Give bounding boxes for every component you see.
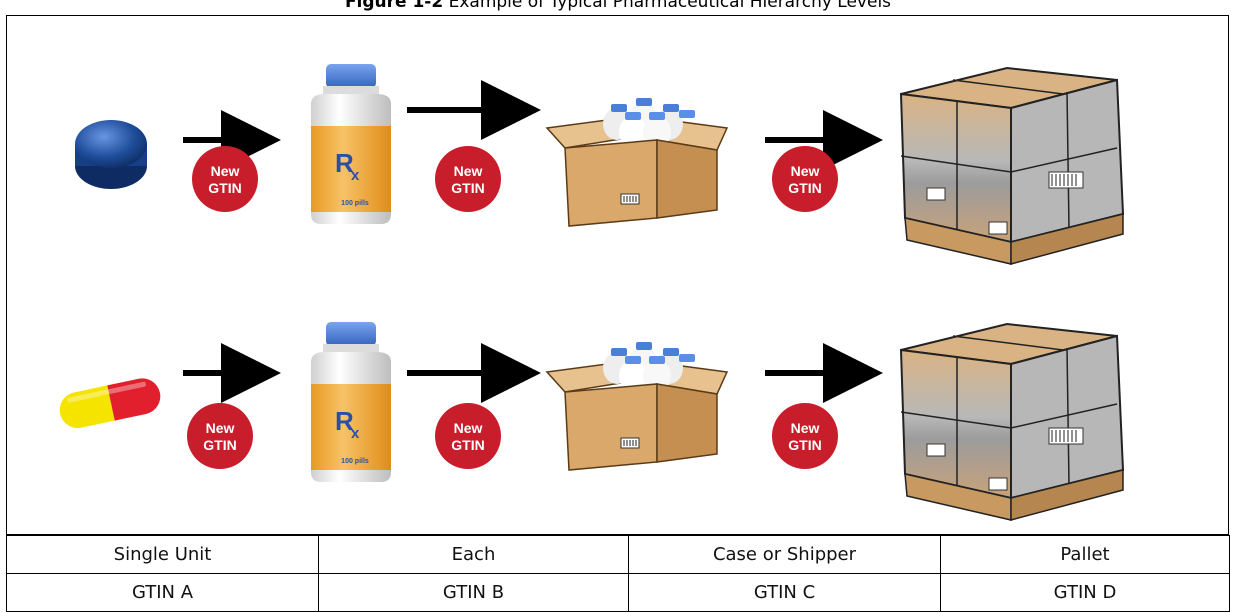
badge-line2: GTIN: [788, 437, 821, 453]
illustration-canvas: New GTIN R x 100 pills New GTIN: [59, 64, 1125, 521]
new-gtin-badge: New GTIN: [772, 403, 838, 469]
pallet-icon: [899, 66, 1125, 265]
gtin-cell: GTIN C: [628, 573, 941, 612]
badge-line2: GTIN: [451, 180, 484, 196]
row-capsule: New GTIN R x 100 pills New GTIN: [59, 322, 1125, 521]
bottle-icon: R x 100 pills: [311, 322, 391, 482]
new-gtin-badge: New GTIN: [435, 403, 501, 469]
new-gtin-badge: New GTIN: [435, 146, 501, 212]
rx-symbol: R: [335, 406, 354, 436]
level-cell: Single Unit: [6, 535, 319, 574]
badge-line2: GTIN: [451, 437, 484, 453]
pallet-icon: [899, 322, 1125, 521]
badge-line1: New: [454, 163, 483, 179]
bottle-count-label: 100 pills: [341, 458, 369, 465]
level-cell: Pallet: [940, 535, 1230, 574]
badge-line2: GTIN: [208, 180, 241, 196]
gtin-cell: GTIN B: [318, 573, 629, 612]
bottle-icon: R x 100 pills: [311, 64, 391, 224]
badge-line1: New: [791, 420, 820, 436]
level-cell: Case or Shipper: [628, 535, 941, 574]
figure-caption: Figure 1-2 Example of Typical Pharmaceut…: [0, 0, 1236, 12]
level-cell: Each: [318, 535, 629, 574]
new-gtin-badge: New GTIN: [772, 146, 838, 212]
figure-label: Figure 1-2: [344, 0, 444, 12]
bottle-count-label: 100 pills: [341, 200, 369, 207]
capsule-icon: [59, 378, 161, 429]
gtin-cell: GTIN D: [940, 573, 1230, 612]
rx-subscript: x: [351, 425, 360, 442]
badge-line2: GTIN: [788, 180, 821, 196]
rx-symbol: R: [335, 148, 354, 178]
case-icon: [545, 342, 729, 471]
case-icon: [545, 98, 729, 227]
badge-line1: New: [211, 163, 240, 179]
badge-line1: New: [206, 420, 235, 436]
new-gtin-badge: New GTIN: [192, 146, 258, 212]
figure-title: Example of Typical Pharmaceutical Hierar…: [448, 0, 892, 12]
badge-line2: GTIN: [203, 437, 236, 453]
table-row-gtins: GTIN A GTIN B GTIN C GTIN D: [6, 573, 1230, 612]
tablet-icon: [75, 120, 147, 189]
new-gtin-badge: New GTIN: [187, 403, 253, 469]
gtin-cell: GTIN A: [6, 573, 319, 612]
row-tablet: New GTIN R x 100 pills New GTIN: [75, 64, 1125, 265]
rx-subscript: x: [351, 167, 360, 184]
gtin-levels-table: Single Unit Each Case or Shipper Pallet …: [6, 535, 1230, 612]
badge-line1: New: [791, 163, 820, 179]
table-row-levels: Single Unit Each Case or Shipper Pallet: [6, 535, 1230, 574]
hierarchy-illustration: New GTIN R x 100 pills New GTIN: [6, 15, 1229, 535]
badge-line1: New: [454, 420, 483, 436]
